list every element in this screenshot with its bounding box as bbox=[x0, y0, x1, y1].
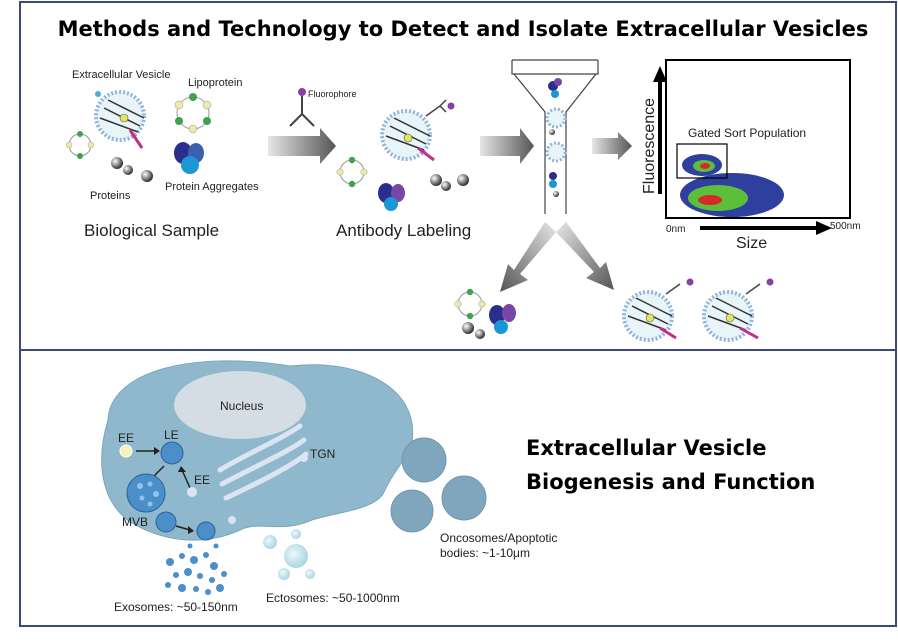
late-endosome bbox=[160, 441, 184, 465]
flow-sorter-funnel bbox=[511, 59, 599, 214]
tgn-label: TGN bbox=[310, 447, 335, 461]
labeling-lipoprotein-icon bbox=[336, 156, 368, 188]
proteins-icon bbox=[111, 157, 153, 182]
ee-label-1: EE bbox=[118, 431, 134, 445]
x-axis-max-label: 500nm bbox=[830, 221, 861, 232]
oncosomes-cluster bbox=[390, 437, 487, 533]
y-axis-label: Fluorescence bbox=[641, 98, 658, 194]
small-lipoprotein-icon bbox=[65, 131, 95, 159]
nucleus-label: Nucleus bbox=[220, 399, 263, 413]
early-endosome-2 bbox=[187, 487, 197, 497]
labeling-aggregates-icon bbox=[378, 174, 469, 211]
lipoprotein-label: Lipoprotein bbox=[188, 77, 242, 89]
cell-diagram: Nucleus TGN EE LE EE MVB bbox=[101, 360, 557, 614]
mvb-fusing bbox=[155, 511, 177, 533]
bottom-panel-frame bbox=[19, 349, 897, 627]
sorted-vesicles-group bbox=[622, 278, 774, 342]
exosomes-cluster bbox=[165, 543, 227, 595]
gated-population-core bbox=[700, 163, 710, 169]
oncosomes-label-line2: bodies: ~1-10μm bbox=[440, 546, 530, 560]
process-arrow-1 bbox=[268, 128, 336, 164]
protein-aggregates-icon bbox=[174, 142, 204, 174]
lipoprotein-icon bbox=[174, 93, 212, 134]
sorted-vesicle-2 bbox=[702, 278, 774, 342]
le-label: LE bbox=[164, 428, 179, 442]
biological-sample-caption: Biological Sample bbox=[84, 221, 219, 240]
bottom-panel-title-line1: Extracellular Vesicle bbox=[526, 436, 766, 460]
ee-label-2: EE bbox=[194, 473, 210, 487]
proteins-label: Proteins bbox=[90, 190, 131, 202]
sort-arrow-left bbox=[500, 222, 556, 292]
oncosomes-label-line1: Oncosomes/Apoptotic bbox=[440, 531, 557, 545]
biological-sample-group: Extracellular Vesicle Lipoprotein Prote bbox=[65, 69, 259, 240]
x-axis-label: Size bbox=[736, 235, 767, 252]
population-core bbox=[698, 195, 722, 205]
flow-cytometry-plot: Gated Sort Population Fluorescence 0nm 5… bbox=[641, 59, 861, 252]
bottom-panel-title-line2: Biogenesis and Function bbox=[526, 470, 815, 494]
process-arrow-2 bbox=[480, 128, 534, 164]
early-endosome-1 bbox=[119, 444, 133, 458]
unsorted-output-group bbox=[454, 288, 516, 339]
ectosomes-label: Ectosomes: ~50-1000nm bbox=[266, 591, 400, 605]
nucleus bbox=[174, 371, 306, 439]
top-panel-title: Methods and Technology to Detect and Iso… bbox=[58, 17, 869, 41]
fluorophore-label: Fluorophore bbox=[308, 89, 357, 99]
antibody-labeling-group: Fluorophore Antibody Labeling bbox=[289, 88, 471, 240]
multivesicular-body bbox=[126, 473, 166, 513]
gate-label: Gated Sort Population bbox=[688, 126, 806, 140]
protein-aggregates-label: Protein Aggregates bbox=[165, 181, 259, 193]
x-axis-arrowhead bbox=[816, 221, 832, 235]
extracellular-vesicle-icon bbox=[94, 90, 146, 149]
sort-arrow-right bbox=[556, 222, 614, 290]
exosomes-label: Exosomes: ~50-150nm bbox=[114, 600, 238, 614]
y-axis-arrowhead bbox=[653, 66, 667, 82]
x-axis-min-label: 0nm bbox=[666, 224, 685, 235]
antibody-labeling-caption: Antibody Labeling bbox=[336, 221, 471, 240]
process-arrow-3 bbox=[592, 132, 632, 160]
extracellular-vesicle-label: Extracellular Vesicle bbox=[72, 69, 170, 81]
labeled-vesicle-icon bbox=[380, 99, 455, 162]
mvb-exocytosis bbox=[196, 521, 216, 541]
sort-gate bbox=[676, 143, 728, 179]
fluorophore-antibody-icon bbox=[289, 88, 315, 127]
ectosomes-cluster bbox=[263, 529, 315, 580]
mvb-label: MVB bbox=[122, 515, 148, 529]
sorted-vesicle-1 bbox=[622, 278, 694, 342]
